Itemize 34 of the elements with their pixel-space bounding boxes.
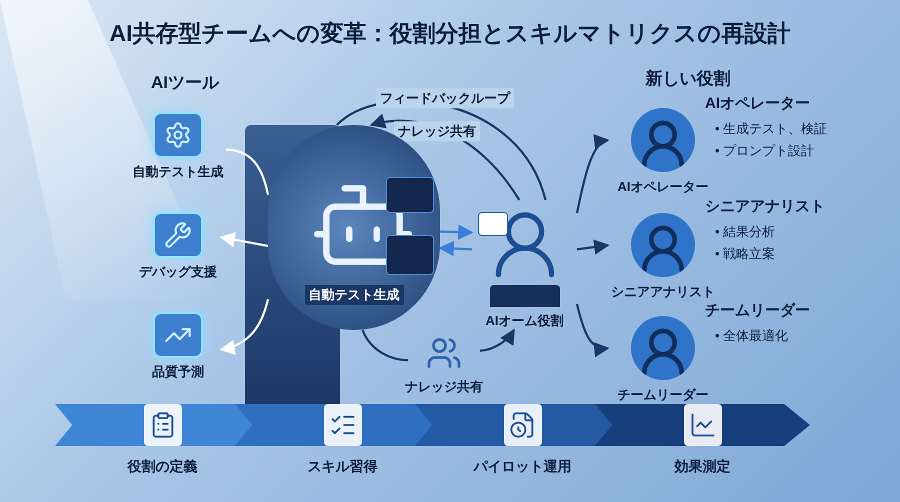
edge-label: フィードバックループ <box>376 88 514 108</box>
avatar-caption: チームリーダー <box>618 386 708 404</box>
arrow <box>480 328 515 352</box>
node-label: ナレッジ共有 <box>405 378 483 396</box>
arrow <box>576 136 610 214</box>
tool-label: 自動テスト生成 <box>132 163 224 181</box>
section-heading: 新しい役割 <box>646 68 730 90</box>
tool-label: デバッグ支援 <box>139 263 217 281</box>
role-bullet: • 結果分析 <box>715 222 776 240</box>
arrow <box>219 232 268 248</box>
step-label: パイロット運用 <box>474 457 572 476</box>
arrow <box>576 304 610 356</box>
node-label: AIオーム役割 <box>486 312 564 330</box>
role-bullet: • プロンプト設計 <box>715 142 816 160</box>
step-label: 効果測定 <box>674 457 730 476</box>
role-heading: シニアアナリスト <box>705 197 825 217</box>
arrow <box>220 298 270 354</box>
avatar-caption: AIオペレーター <box>618 178 708 196</box>
role-heading: チームリーダー <box>705 301 810 321</box>
step-label: 役割の定義 <box>128 457 198 476</box>
section-heading: AIツール <box>151 72 219 94</box>
arrow <box>438 240 472 256</box>
edge-label: ナレッジ共有 <box>394 121 480 141</box>
step-label: スキル習得 <box>308 457 378 476</box>
diagram-title: AI共存型チームへの変革：役割分担とスキルマトリクスの再設計 <box>110 19 790 48</box>
avatar-caption: シニアアナリスト <box>611 283 715 301</box>
role-bullet: • 生成テスト、検証 <box>715 120 828 138</box>
role-bullet: • 戦略立案 <box>715 245 776 263</box>
arrow <box>576 239 610 255</box>
node-label: 自動テスト生成 <box>304 285 404 304</box>
role-bullet: • 全体最適化 <box>715 326 790 344</box>
arrow <box>440 224 474 240</box>
role-heading: AIオペレーター <box>705 94 811 114</box>
tool-label: 品質予測 <box>152 363 204 381</box>
